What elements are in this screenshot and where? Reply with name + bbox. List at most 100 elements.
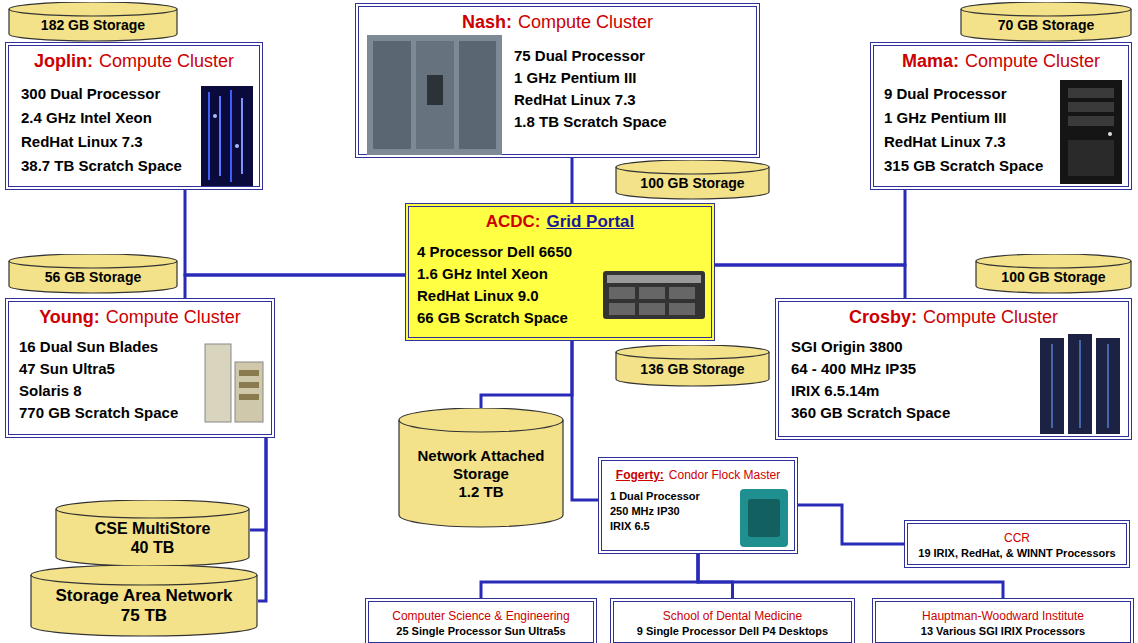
spec-line: 16 Dual Sun Blades bbox=[19, 336, 178, 358]
box-heading: Nash: bbox=[462, 12, 512, 32]
spec-line: 2.4 GHz Intel Xeon bbox=[21, 106, 182, 130]
spec-line: 4 Processor Dell 6650 bbox=[417, 241, 572, 263]
text-holder: Computer Science & Engineering25 Single … bbox=[369, 605, 593, 639]
workstation-panel bbox=[748, 499, 780, 537]
site-box: Hauptman-Woodward Institute13 Various SG… bbox=[872, 598, 1134, 643]
cabinet bbox=[1068, 334, 1092, 434]
cabinet bbox=[1096, 338, 1120, 434]
cylinder-body bbox=[616, 345, 769, 386]
server-bezel bbox=[607, 275, 701, 283]
box-subheading: Compute Cluster bbox=[99, 51, 234, 71]
storage-cylinder: Network Attached Storage1.2 TB bbox=[398, 408, 564, 528]
heading-line: Computer Science & Engineering bbox=[392, 606, 569, 624]
cluster-box: Mama:Compute Cluster9 Dual Processor1 GH… bbox=[870, 42, 1132, 190]
cylinder-rim bbox=[961, 9, 1131, 16]
box-heading: School of Dental Medicine bbox=[663, 609, 802, 623]
storage-cylinder: 100 GB Storage bbox=[615, 160, 770, 200]
text-column: 100 GB Storage bbox=[1001, 269, 1105, 286]
heading-line: Crosby:Compute Cluster bbox=[779, 307, 1128, 328]
heading-line: CCR bbox=[1004, 528, 1030, 546]
cluster-box: Joplin:Compute Cluster300 Dual Processor… bbox=[5, 42, 263, 190]
text-column: 9 Single Processor Dell P4 Desktops bbox=[637, 624, 828, 638]
tower-panel bbox=[1068, 140, 1114, 176]
cylinder-rim bbox=[9, 9, 177, 16]
spec-line: 19 IRIX, RedHat, & WINNT Processors bbox=[918, 546, 1115, 560]
cabinet-panel bbox=[373, 41, 411, 149]
text-column: 1 Dual Processor250 MHz IP30IRIX 6.5 bbox=[610, 489, 700, 534]
light-strip bbox=[219, 96, 221, 176]
box-subheading: Compute Cluster bbox=[518, 12, 653, 32]
cylinder-rim bbox=[31, 575, 257, 585]
storage-label: 70 GB Storage bbox=[998, 17, 1094, 34]
text-holder: 100 GB Storage bbox=[615, 174, 770, 193]
storage-label: 75 TB bbox=[56, 606, 233, 626]
light-strip bbox=[208, 92, 210, 180]
spec-line: 250 MHz IP30 bbox=[610, 504, 700, 519]
cabinet bbox=[367, 35, 502, 155]
drive-bay bbox=[669, 303, 695, 315]
spec-line: 9 Single Processor Dell P4 Desktops bbox=[637, 624, 828, 638]
storage-cylinder: 136 GB Storage bbox=[615, 345, 770, 387]
connector-line bbox=[798, 505, 904, 544]
cylinder-body bbox=[56, 500, 249, 566]
spec-line: 38.7 TB Scratch Space bbox=[21, 154, 182, 178]
cylinder-body bbox=[616, 160, 769, 199]
drive-bay bbox=[609, 303, 635, 315]
spec-line: IRIX 6.5 bbox=[610, 519, 700, 534]
storage-label: 56 GB Storage bbox=[45, 269, 141, 286]
box-heading: Fogerty: bbox=[616, 468, 664, 482]
cylinder-rim bbox=[399, 420, 563, 432]
led bbox=[213, 114, 217, 118]
box-heading: Young: bbox=[39, 307, 100, 327]
box-heading: CCR bbox=[1004, 531, 1030, 545]
storage-cylinder: 182 GB Storage bbox=[8, 2, 178, 42]
text-column: 70 GB Storage bbox=[998, 17, 1094, 34]
text-holder: 56 GB Storage bbox=[8, 268, 178, 287]
storage-label: 100 GB Storage bbox=[1001, 269, 1105, 286]
heading-line: ACDC:Grid Portal bbox=[409, 212, 711, 232]
box-subheading: Grid Portal bbox=[546, 212, 634, 231]
site-box: School of Dental Medicine9 Single Proces… bbox=[610, 598, 855, 643]
box-subheading: Compute Cluster bbox=[923, 307, 1058, 327]
spec-line: 13 Various SGI IRIX Processors bbox=[921, 624, 1085, 638]
connector-line bbox=[250, 438, 266, 530]
text-column: SGI Origin 380064 - 400 MHz IP35IRIX 6.5… bbox=[791, 336, 950, 424]
storage-cylinder: 100 GB Storage bbox=[975, 254, 1132, 294]
spec-line: RedHat Linux 9.0 bbox=[417, 285, 572, 307]
workstation-case bbox=[740, 489, 788, 547]
spec-line: 64 - 400 MHz IP35 bbox=[791, 358, 950, 380]
spec-line: 25 Single Processor Sun Ultra5s bbox=[396, 624, 565, 638]
spec-line: 1.8 TB Scratch Space bbox=[514, 111, 667, 133]
spec-line: RedHat Linux 7.3 bbox=[21, 130, 182, 154]
storage-label: 100 GB Storage bbox=[640, 175, 744, 192]
cylinder-body bbox=[9, 2, 177, 41]
workstation bbox=[205, 344, 231, 422]
text-holder: CCR19 IRIX, RedHat, & WINNT Processors bbox=[908, 527, 1126, 561]
site-box: Computer Science & Engineering25 Single … bbox=[365, 598, 597, 643]
cluster-box: Fogerty:Condor Flock Master1 Dual Proces… bbox=[598, 457, 798, 554]
drive-bay bbox=[609, 287, 635, 299]
cluster-photo bbox=[1040, 334, 1120, 434]
text-holder: School of Dental Medicine9 Single Proces… bbox=[614, 605, 851, 639]
text-holder: 100 GB Storage bbox=[975, 268, 1132, 287]
spec-line: 315 GB Scratch Space bbox=[884, 154, 1043, 178]
light-strip bbox=[230, 90, 232, 182]
cluster-box: Nash:Compute Cluster75 Dual Processor1 G… bbox=[355, 3, 760, 158]
connector-line bbox=[572, 341, 598, 500]
cluster-photo bbox=[367, 35, 502, 155]
drive-bay bbox=[1068, 116, 1114, 126]
text-column: 56 GB Storage bbox=[45, 269, 141, 286]
text-column: 25 Single Processor Sun Ultra5s bbox=[396, 624, 565, 638]
cylinder-body bbox=[399, 408, 563, 527]
connector-line bbox=[481, 554, 698, 598]
cylinder-rim bbox=[976, 261, 1131, 268]
text-column: 182 GB Storage bbox=[41, 17, 145, 34]
text-column: 13 Various SGI IRIX Processors bbox=[921, 624, 1085, 638]
storage-label: Network Attached Storage bbox=[415, 447, 547, 483]
box-heading: Mama: bbox=[902, 51, 959, 71]
heading-line: Young:Compute Cluster bbox=[9, 307, 271, 328]
text-column: 136 GB Storage bbox=[640, 361, 744, 378]
cluster-photo bbox=[203, 342, 265, 424]
box-subheading: Compute Cluster bbox=[965, 51, 1100, 71]
cabinet-stripe bbox=[1051, 344, 1053, 428]
